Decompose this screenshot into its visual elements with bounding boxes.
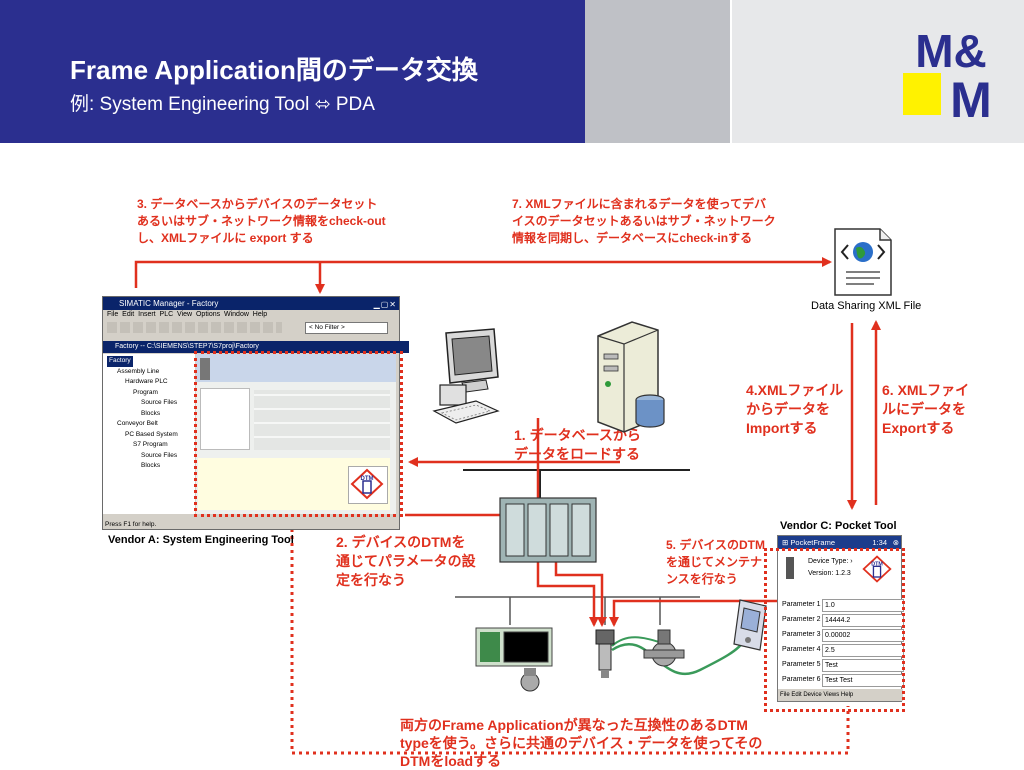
simatic-window[interactable]: SIMATIC Manager - Factory ▁▢✕ File Edit … bbox=[102, 296, 409, 530]
simatic-titlebar[interactable]: SIMATIC Manager - Factory ▁▢✕ bbox=[103, 297, 399, 310]
xml-file-icon bbox=[834, 228, 892, 296]
pocketframe-titlebar: ⊞ PocketFrame 1:34 ⊗ bbox=[778, 536, 901, 549]
vendor-a-label: Vendor A: System Engineering Tool bbox=[108, 534, 294, 546]
menu-window[interactable]: Window bbox=[224, 311, 249, 318]
parameter-value-input[interactable]: 14444.2 bbox=[822, 614, 904, 627]
tree-item[interactable]: S7 Program bbox=[133, 441, 168, 448]
parameter-row[interactable]: Parameter 6 Test Test bbox=[778, 674, 904, 688]
device-image-icon bbox=[200, 358, 210, 380]
plc-rack-icon bbox=[499, 497, 597, 563]
tree-item[interactable]: Program bbox=[133, 388, 158, 396]
subwindow-titlebar[interactable]: Factory -- C:\SIEMENS\STEP7\S7proj\Facto… bbox=[103, 341, 409, 353]
clock-time: 1:34 bbox=[872, 538, 887, 547]
project-tree[interactable]: Factory Assembly Line Hardware PLC Progr… bbox=[103, 354, 195, 514]
svg-text:M&: M& bbox=[915, 25, 987, 77]
tree-item[interactable]: Source Files bbox=[141, 399, 178, 406]
flow-valve-icon bbox=[643, 629, 685, 667]
parameter-row[interactable]: Parameter 1 1.0 bbox=[778, 599, 904, 613]
note-step7: 7. XMLファイルに含まれるデータを使ってデバイスのデータセットあるいはサブ・… bbox=[512, 197, 776, 245]
dtm-highlight-c bbox=[764, 548, 905, 712]
header-band bbox=[0, 0, 585, 143]
tree-item[interactable]: Hardware PLC bbox=[125, 378, 168, 385]
close-icon[interactable]: ⊗ bbox=[892, 538, 899, 547]
simatic-title: SIMATIC Manager - Factory bbox=[119, 299, 219, 308]
simatic-menubar[interactable]: File Edit Insert PLC View Options Window… bbox=[103, 310, 399, 320]
tree-item[interactable]: Source Files bbox=[141, 451, 178, 459]
device-info-panel: Device Type: › Version: 1.2.3 DTM bbox=[778, 549, 901, 599]
dtm-diamond-icon: DTM bbox=[350, 468, 384, 500]
dtm-diamond-icon: DTM bbox=[862, 555, 892, 583]
pressure-transmitter-icon bbox=[595, 629, 615, 678]
dtm-parameter-view[interactable]: DTM bbox=[196, 354, 396, 514]
windows-start-icon[interactable]: ⊞ bbox=[782, 538, 789, 547]
tree-item[interactable]: PC Based System bbox=[125, 430, 178, 438]
dtm-badge-text: DTM bbox=[871, 561, 883, 567]
pocketframe-window[interactable]: ⊞ PocketFrame 1:34 ⊗ Device Type: › Vers… bbox=[777, 535, 904, 702]
parameter-row[interactable]: Parameter 4 2.5 bbox=[778, 644, 904, 658]
remote-io-device-icon bbox=[475, 627, 553, 692]
vendor-c-label: Vendor C: Pocket Tool bbox=[780, 520, 897, 532]
pocketframe-title: PocketFrame bbox=[790, 538, 835, 547]
dtm-highlight-a bbox=[194, 351, 403, 517]
tree-item[interactable]: Assembly Line bbox=[117, 367, 160, 375]
device-image-icon bbox=[786, 557, 794, 579]
note-step3: 3. データベースからデバイスのデータセットあるいはサブ・ネットワーク情報をch… bbox=[137, 197, 386, 245]
workstation-icon bbox=[432, 328, 500, 424]
tree-item[interactable]: Conveyor Belt bbox=[117, 420, 158, 427]
header-gray-panel bbox=[585, 0, 730, 143]
menu-help[interactable]: Help bbox=[252, 311, 268, 318]
parameter-value-input[interactable]: 1.0 bbox=[822, 599, 904, 612]
mm-logo: M& M bbox=[903, 25, 992, 121]
dtm-badge-box: DTM bbox=[348, 466, 388, 504]
database-server-icon bbox=[597, 321, 665, 433]
filter-select[interactable]: < No Filter > bbox=[305, 322, 388, 334]
menu-insert[interactable]: Insert bbox=[138, 311, 156, 318]
svg-text:M: M bbox=[950, 72, 992, 121]
note-step1: 1. データベースからデータをロードする bbox=[514, 427, 641, 462]
parameter-list[interactable]: Parameter 1 1.0 Parameter 2 14444.2 Para… bbox=[778, 599, 904, 688]
device-version: Version: 1.2.3 bbox=[808, 570, 851, 577]
tree-item[interactable]: Blocks bbox=[141, 462, 161, 469]
device-type: Device Type: › bbox=[808, 558, 853, 565]
menu-plc[interactable]: PLC bbox=[159, 311, 174, 318]
parameter-row[interactable]: Parameter 5 Test bbox=[778, 659, 904, 673]
page-title: Frame Application間のデータ交換 bbox=[70, 55, 478, 85]
header-light-panel bbox=[730, 0, 1024, 143]
note-step2: 2. デバイスのDTMを通じてパラメータの設定を行なう bbox=[336, 534, 476, 588]
header-divider bbox=[730, 0, 732, 143]
menu-file[interactable]: File bbox=[107, 311, 119, 318]
simatic-toolbar: < No Filter > bbox=[103, 320, 399, 336]
dtm-navigation-tree[interactable] bbox=[200, 388, 250, 450]
window-controls-icon[interactable]: ▁▢✕ bbox=[373, 300, 397, 309]
pocket-menu-items[interactable]: File Edit Device Views Help bbox=[780, 692, 854, 698]
dtm-view-header bbox=[196, 354, 396, 382]
dtm-badge-text: DTM bbox=[361, 476, 374, 482]
toolbar-buttons-icon[interactable] bbox=[107, 322, 282, 333]
menu-options[interactable]: Options bbox=[195, 311, 221, 318]
xml-file-label: Data Sharing XML File bbox=[811, 300, 922, 312]
menu-edit[interactable]: Edit bbox=[122, 311, 135, 318]
tree-item[interactable]: Blocks bbox=[141, 409, 161, 417]
menu-view[interactable]: View bbox=[177, 311, 193, 318]
parameter-row[interactable]: Parameter 2 14444.2 bbox=[778, 614, 904, 628]
page-subtitle: 例: System Engineering Tool ⬄ PDA bbox=[70, 94, 375, 115]
tree-item[interactable]: Factory bbox=[107, 356, 133, 367]
status-bar: Press F1 for help. bbox=[105, 521, 157, 528]
handheld-pda-icon bbox=[733, 599, 767, 651]
pocket-menubar[interactable]: File Edit Device Views Help bbox=[778, 689, 903, 701]
dtm-parameter-table[interactable] bbox=[254, 390, 390, 450]
